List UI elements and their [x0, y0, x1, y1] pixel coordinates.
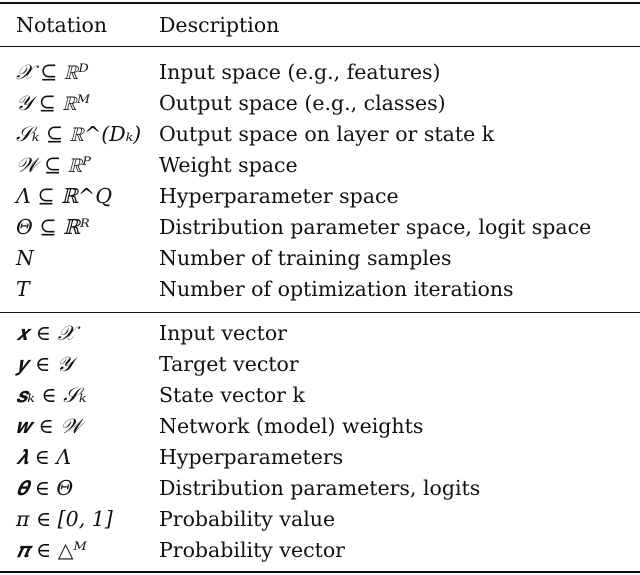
description-cell: State vector k	[159, 383, 305, 407]
notation-cell: 𝝀 ∈ Λ	[16, 445, 72, 469]
table-row: 𝝅 ∈ △ᴹ Probability vector	[0, 535, 640, 565]
notation-cell: 𝜽 ∈ Θ	[16, 476, 74, 500]
notation-cell: 𝒳 ⊆ ℝᴰ	[16, 60, 89, 84]
notation-cell: 𝒔ₖ ∈ 𝒮ₖ	[16, 383, 87, 407]
table-row: 𝒘 ∈ 𝒲 Network (model) weights	[0, 411, 640, 441]
description-cell: Number of optimization iterations	[159, 277, 514, 301]
description-cell: Probability value	[159, 507, 336, 531]
table-row: 𝒔ₖ ∈ 𝒮ₖ State vector k	[0, 380, 640, 410]
table-row: 𝒳 ⊆ ℝᴰ Input space (e.g., features)	[0, 57, 640, 87]
notation-cell: Θ ⊆ ℝᴿ	[16, 215, 90, 239]
description-cell: Target vector	[159, 352, 299, 376]
description-cell: Probability vector	[159, 538, 345, 562]
header-row: Notation Description	[0, 10, 640, 40]
description-cell: Network (model) weights	[159, 414, 424, 438]
table-row: 𝒙 ∈ 𝒳 Input vector	[0, 318, 640, 348]
notation-cell: 𝒲 ⊆ ℝᴾ	[16, 153, 91, 177]
bottom-rule	[0, 571, 640, 573]
table-row: 𝒮ₖ ⊆ ℝ^(Dₖ) Output space on layer or sta…	[0, 119, 640, 149]
header-description: Description	[159, 13, 280, 37]
notation-cell: T	[16, 277, 30, 301]
notation-cell: π ∈ [0, 1]	[16, 507, 113, 531]
table-row: Θ ⊆ ℝᴿ Distribution parameter space, log…	[0, 212, 640, 242]
section-rule	[0, 312, 640, 313]
table-row: 𝒚 ∈ 𝒴 Target vector	[0, 349, 640, 379]
description-cell: Input vector	[159, 321, 287, 345]
table-row: T Number of optimization iterations	[0, 274, 640, 304]
table-row: 𝒲 ⊆ ℝᴾ Weight space	[0, 150, 640, 180]
notation-cell: 𝝅 ∈ △ᴹ	[16, 538, 87, 562]
table-row: N Number of training samples	[0, 243, 640, 273]
description-cell: Distribution parameters, logits	[159, 476, 481, 500]
header-rule	[0, 46, 640, 47]
notation-cell: 𝒴 ⊆ ℝᴹ	[16, 91, 91, 115]
table-row: π ∈ [0, 1] Probability value	[0, 504, 640, 534]
description-cell: Output space on layer or state k	[159, 122, 495, 146]
notation-cell: 𝒚 ∈ 𝒴	[16, 352, 73, 376]
notation-cell: N	[16, 246, 34, 270]
table-row: 𝝀 ∈ Λ Hyperparameters	[0, 442, 640, 472]
table-row: Λ ⊆ ℝ^Q Hyperparameter space	[0, 181, 640, 211]
notation-cell: 𝒮ₖ ⊆ ℝ^(Dₖ)	[16, 122, 142, 146]
description-cell: Distribution parameter space, logit spac…	[159, 215, 592, 239]
top-rule	[0, 2, 640, 4]
description-cell: Weight space	[159, 153, 298, 177]
description-cell: Output space (e.g., classes)	[159, 91, 446, 115]
notation-cell: 𝒘 ∈ 𝒲	[16, 414, 82, 438]
table-row: 𝒴 ⊆ ℝᴹ Output space (e.g., classes)	[0, 88, 640, 118]
table-row: 𝜽 ∈ Θ Distribution parameters, logits	[0, 473, 640, 503]
description-cell: Number of training samples	[159, 246, 452, 270]
header-notation: Notation	[16, 13, 108, 37]
description-cell: Hyperparameter space	[159, 184, 399, 208]
notation-cell: 𝒙 ∈ 𝒳	[16, 321, 76, 345]
description-cell: Hyperparameters	[159, 445, 344, 469]
notation-cell: Λ ⊆ ℝ^Q	[16, 184, 113, 208]
description-cell: Input space (e.g., features)	[159, 60, 441, 84]
